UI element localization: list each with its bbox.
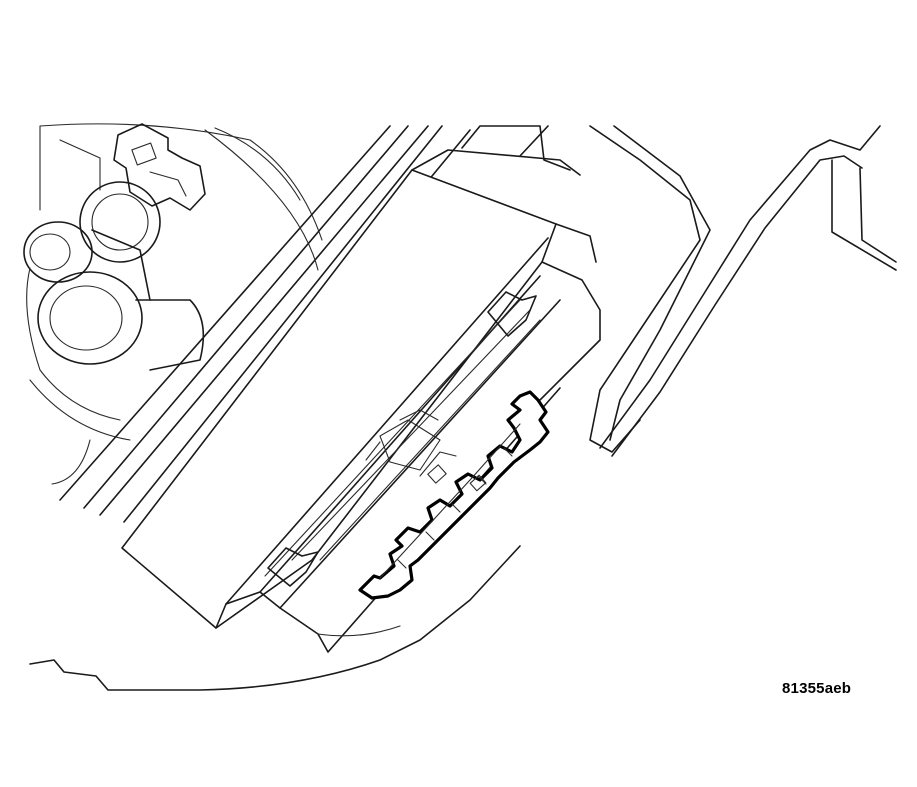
motor-assembly — [23, 123, 323, 485]
highlighted-terminal-connector — [358, 390, 550, 600]
control-module — [121, 149, 601, 629]
right-bracket — [461, 125, 897, 457]
figure-reference-code: 81355aeb — [782, 680, 852, 697]
lower-body-outline — [29, 545, 521, 691]
